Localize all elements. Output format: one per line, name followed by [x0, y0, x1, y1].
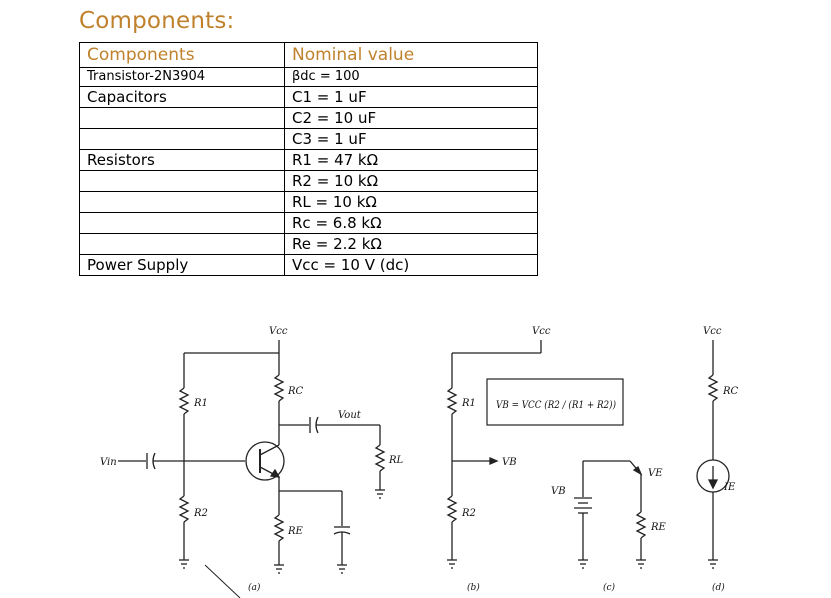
ground-icon [636, 559, 646, 569]
resistor-r2-b [446, 495, 458, 523]
cell-value: R1 = 47 kΩ [284, 149, 538, 171]
rc-label-a: RC [287, 386, 304, 397]
cell-component [79, 233, 285, 255]
resistor-re [273, 514, 285, 542]
cell-component: Power Supply [79, 254, 285, 276]
circuit-panel-d: Vcc RC IE (d) [696, 326, 739, 593]
table-row: R2 = 10 kΩ [79, 170, 538, 192]
table-row: Transistor-2N3904 βdc = 100 [79, 67, 538, 87]
rl-label-a: RL [388, 455, 404, 466]
cell-component [79, 170, 285, 192]
resistor-r1-b [446, 387, 458, 415]
table-header-row: Components Nominal value [79, 42, 538, 68]
resistor-rc [273, 374, 285, 402]
battery-icon [574, 497, 592, 514]
circuit-panel-b: Vcc R1 VB R2 VB = VCC (R2 / (R1 + R2)) (… [446, 326, 624, 593]
cell-value: C3 = 1 uF [284, 128, 538, 150]
ground-icon [447, 559, 457, 569]
cell-value: βdc = 100 [284, 67, 538, 87]
resistor-r1 [178, 387, 190, 415]
cell-value: C2 = 10 uF [284, 107, 538, 129]
formula-box [486, 378, 624, 426]
ground-icon [274, 564, 284, 574]
rc-label-d: RC [722, 386, 739, 397]
ie-label-d: IE [723, 482, 736, 493]
cell-value: Rc = 6.8 kΩ [284, 212, 538, 234]
table-row: Power Supply Vcc = 10 V (dc) [79, 254, 538, 276]
circuit-panel-c: VB VE RE (c) [551, 460, 667, 593]
circuit-diagram: Vcc R1 R2 Vin RC Vo [100, 326, 739, 598]
ground-icon [179, 559, 189, 569]
re-label-a: RE [287, 526, 304, 537]
table-row: RL = 10 kΩ [79, 191, 538, 213]
header-components: Components [79, 42, 285, 68]
cell-component [79, 191, 285, 213]
cell-value: Vcc = 10 V (dc) [284, 254, 538, 276]
table-row: Rc = 6.8 kΩ [79, 212, 538, 234]
header-nominal-value: Nominal value [284, 42, 538, 68]
table-row: Capacitors C1 = 1 uF [79, 86, 538, 108]
transistor-icon [245, 441, 285, 481]
cell-component: Transistor-2N3904 [79, 67, 285, 87]
vcc-label-b: Vcc [532, 326, 551, 337]
ground-icon [337, 564, 347, 574]
r1-label-b: R1 [461, 398, 476, 409]
cell-component [79, 212, 285, 234]
resistor-rl [374, 444, 386, 472]
ground-icon [708, 559, 718, 569]
vin-label: Vin [100, 457, 117, 468]
cell-value: R2 = 10 kΩ [284, 170, 538, 192]
vout-label: Vout [338, 410, 362, 421]
cell-component: Capacitors [79, 86, 285, 108]
table-row: C2 = 10 uF [79, 107, 538, 129]
panel-b-label: (b) [467, 582, 480, 593]
cell-component [79, 107, 285, 129]
table-row: Resistors R1 = 47 kΩ [79, 149, 538, 171]
cell-value: Re = 2.2 kΩ [284, 233, 538, 255]
r1-label-a: R1 [193, 398, 208, 409]
cell-component [79, 128, 285, 150]
ground-icon [375, 489, 385, 499]
vb-label-b: VB [502, 457, 517, 468]
cell-component: Resistors [79, 149, 285, 171]
r2-label-b: R2 [461, 508, 476, 519]
cell-value: C1 = 1 uF [284, 86, 538, 108]
r2-label-a: R2 [193, 508, 208, 519]
ve-label-c: VE [648, 468, 663, 479]
resistor-r2 [178, 495, 190, 523]
resistor-rc-d [707, 374, 719, 402]
formula-text: VB = VCC (R2 / (R1 + R2)) [496, 400, 616, 411]
panel-a-label: (a) [248, 582, 261, 593]
panel-d-label: (d) [712, 582, 725, 593]
panel-c-label: (c) [603, 582, 616, 593]
cell-value: RL = 10 kΩ [284, 191, 538, 213]
ground-icon [578, 559, 588, 569]
circuit-panel-a: Vcc R1 R2 Vin RC Vo [100, 326, 404, 598]
vcc-label-a: Vcc [269, 326, 288, 337]
re-label-c: RE [650, 522, 667, 533]
resistor-re-c [635, 511, 647, 539]
page-title: Components: [79, 8, 235, 34]
components-table: Components Nominal value Transistor-2N39… [79, 42, 538, 276]
table-row: Re = 2.2 kΩ [79, 233, 538, 255]
table-row: C3 = 1 uF [79, 128, 538, 150]
vcc-label-d: Vcc [703, 326, 722, 337]
vb-label-c: VB [551, 486, 566, 497]
pointer-line [204, 564, 241, 598]
